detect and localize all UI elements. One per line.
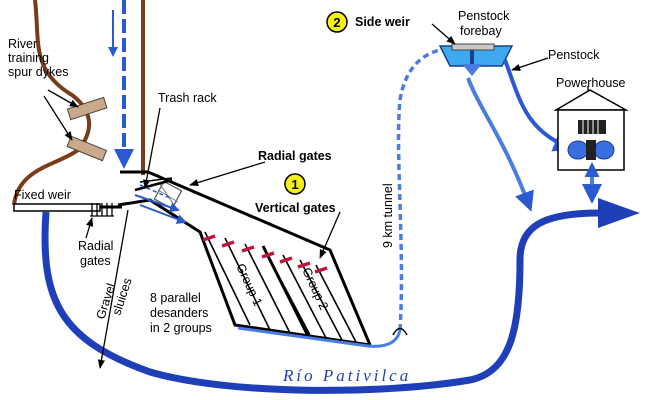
label-penstock-forebay-1: Penstock — [458, 9, 510, 23]
forebay-gate — [451, 43, 495, 51]
label-fixed-weir: Fixed weir — [14, 188, 71, 202]
label-vertical-gates: Vertical gates — [255, 201, 336, 215]
desander-dividers — [204, 231, 357, 343]
label-desanders-3: in 2 groups — [150, 321, 212, 335]
vertical-gates — [202, 234, 328, 274]
badge-vertical-gates — [284, 173, 306, 195]
leader-lines — [43, 23, 589, 369]
label-radial-gates-low-1: Radial — [78, 239, 113, 253]
intake-flow-arrow-2 — [139, 204, 187, 224]
penstock-pipe — [503, 59, 574, 152]
badge-side-weir — [326, 11, 348, 33]
intake-wall-upper — [120, 170, 372, 346]
badge-vertical-gates-number: 1 — [291, 177, 298, 192]
intake-flow-arrow-3 — [139, 184, 171, 199]
river-main — [41, 209, 601, 394]
tunnel-path — [396, 48, 441, 331]
forebay-outlet-stem — [470, 50, 474, 68]
label-group2: Group 2 — [299, 265, 331, 312]
label-desanders-2: desanders — [150, 306, 208, 320]
intake-radial-gates — [134, 178, 173, 192]
label-penstock-forebay-2: forebay — [460, 24, 502, 38]
label-trash-rack: Trash rack — [158, 91, 217, 105]
label-spur-dykes-3: spur dykes — [8, 65, 68, 79]
radial-gates-low-hatch — [90, 203, 114, 217]
river-bank-left — [12, 0, 92, 206]
label-penstock: Penstock — [548, 48, 600, 62]
powerhouse — [553, 89, 629, 171]
label-spur-dykes-2: training — [8, 51, 49, 65]
label-powerhouse: Powerhouse — [556, 76, 626, 90]
label-side-weir: Side weir — [355, 15, 410, 29]
label-tunnel: 9 km tunnel — [381, 183, 395, 248]
desander-centre-wall — [261, 245, 310, 337]
label-radial-gates-low-2: gates — [80, 254, 111, 268]
intake-flow-arrow-1 — [134, 194, 180, 213]
desander-outlet — [237, 326, 369, 348]
fixed-weir-body — [13, 203, 101, 212]
badge-side-weir-number: 2 — [333, 15, 340, 30]
outlet-to-tunnel — [367, 329, 402, 348]
river-outflow-arrowhead — [598, 198, 640, 228]
label-spur-dykes-1: River — [8, 37, 37, 51]
forebay-outlet-arrow — [462, 64, 482, 76]
side-weir-overflow — [466, 77, 534, 212]
intake-wall-lower — [117, 198, 371, 347]
spur-dyke-lower — [66, 135, 108, 162]
label-river-name: Río Pativilca — [282, 366, 411, 385]
tunnel-portal — [392, 327, 408, 336]
spur-dyke-upper — [66, 96, 108, 121]
label-desanders-1: 8 parallel — [150, 291, 201, 305]
label-radial-gates-top: Radial gates — [258, 149, 332, 163]
